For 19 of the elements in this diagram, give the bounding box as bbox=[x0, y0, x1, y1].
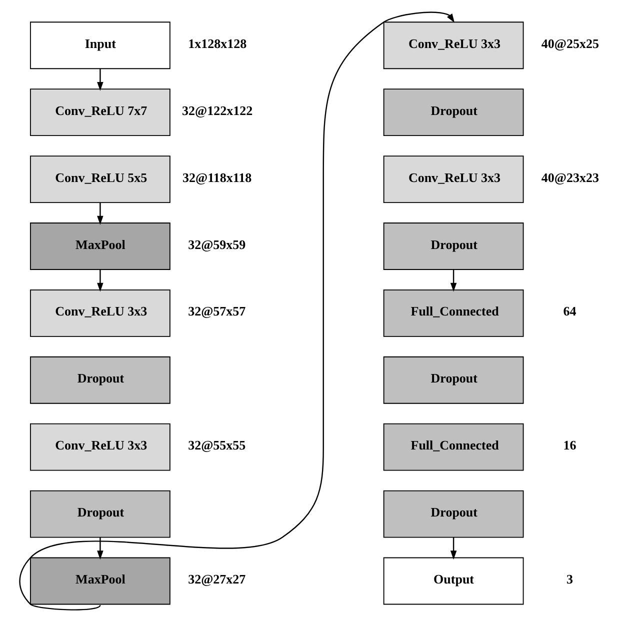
node-label: 64 bbox=[562, 304, 576, 319]
node-label: 16 bbox=[562, 438, 576, 453]
node-label: 32@27x27 bbox=[188, 572, 246, 587]
arrow bbox=[450, 269, 456, 292]
arrow bbox=[450, 537, 456, 560]
node-label: 3 bbox=[566, 572, 573, 587]
node-label: 1x128x128 bbox=[188, 36, 246, 51]
arrow bbox=[96, 68, 103, 91]
node-label: 32@55x55 bbox=[188, 438, 246, 453]
arrow bbox=[18, 12, 454, 610]
arrow bbox=[96, 537, 103, 560]
arrow bbox=[96, 202, 103, 225]
arrow bbox=[96, 269, 103, 292]
node-label: 32@122x122 bbox=[182, 102, 252, 118]
node-label: 40@23x23 bbox=[540, 170, 599, 185]
node-label: 32@57x57 bbox=[188, 304, 246, 319]
node-label: 32@59x59 bbox=[188, 236, 246, 252]
node-label: 32@118x118 bbox=[182, 170, 252, 185]
node-label: 40@25x25 bbox=[540, 36, 599, 51]
